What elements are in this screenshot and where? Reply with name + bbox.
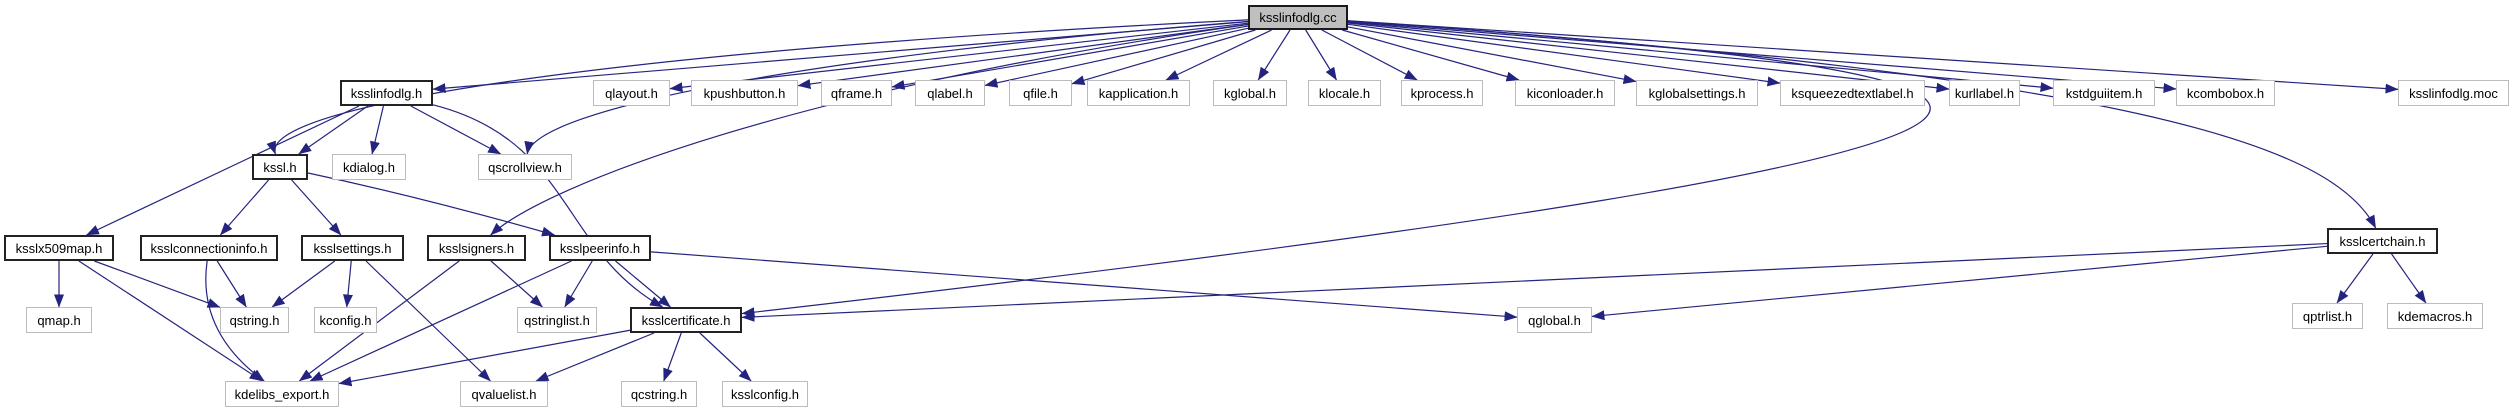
node-kglobalsettings-h: kglobalsettings.h (1636, 80, 1758, 106)
edge-ksslcertificate-h--kdelibs-export-h (338, 329, 631, 387)
node-qfile-h: qfile.h (1009, 80, 1072, 106)
node-ksslpeerinfo-h[interactable]: ksslpeerinfo.h (549, 235, 651, 261)
node-qstringlist-h: qstringlist.h (517, 307, 597, 333)
node-ksslx509map-h[interactable]: ksslx509map.h (4, 235, 114, 261)
edge-ksslinfodlg-cc--kglobalsettings-h (1347, 26, 1637, 85)
node-ksslconfig-h: ksslconfig.h (722, 381, 808, 407)
edge-ksslinfodlg-cc--kiconloader-h (1342, 29, 1520, 82)
edge-ksslsigners-h--qstringlist-h (490, 260, 543, 308)
edge-ksslinfodlg-cc--ksslsigners-h (490, 23, 1249, 236)
edge-kssl-h--ksslpeerinfo-h (307, 172, 555, 237)
node-ksslconnectioninfo-h[interactable]: ksslconnectioninfo.h (140, 235, 278, 261)
edge-kssl-h--ksslconnectioninfo-h (219, 179, 270, 236)
node-kiconloader-h: kiconloader.h (1515, 80, 1615, 106)
edge-ksslcertificate-h--ksslconfig-h (699, 332, 752, 382)
edge-ksslsigners-h--kdelibs-export-h (298, 260, 460, 382)
edge-ksslcertchain-h--qglobal-h (1591, 245, 2328, 321)
node-kurllabel-h: kurllabel.h (1949, 80, 2020, 106)
node-kconfig-h: kconfig.h (314, 307, 377, 333)
edge-ksslpeerinfo-h--ksslcertificate-h (615, 260, 671, 308)
edge-ksslinfodlg-cc--qlayout-h (669, 22, 1249, 93)
edge-ksslx509map-h--kdelibs-export-h (78, 260, 263, 382)
edge-ksslinfodlg-cc--kssl-h (266, 19, 1249, 155)
node-kprocess-h: kprocess.h (1401, 80, 1483, 106)
node-kapplication-h: kapplication.h (1087, 80, 1190, 106)
edge-ksslinfodlg-cc--klocale-h (1305, 29, 1338, 81)
node-ksslinfodlg-moc: ksslinfodlg.moc (2398, 80, 2509, 106)
edge-ksslinfodlg-cc--kpushbutton-h (797, 23, 1249, 89)
node-qlayout-h: qlayout.h (593, 80, 670, 106)
edge-ksslcertificate-h--qvaluelist-h (535, 332, 655, 382)
edge-ksslinfodlg-cc--ksslcertificate-h (741, 20, 1931, 318)
edge-ksslinfodlg-cc--kprocess-h (1321, 29, 1418, 81)
node-qstring-h: qstring.h (220, 307, 289, 333)
edge-ksslsettings-h--qstring-h (271, 260, 336, 308)
edge-ksslinfodlg-cc--ksslinfodlg-moc (1347, 20, 2399, 94)
node-kstdguiitem-h: kstdguiitem.h (2053, 80, 2155, 106)
node-ksslinfodlg-h[interactable]: ksslinfodlg.h (340, 80, 433, 106)
node-qmap-h: qmap.h (26, 307, 92, 333)
node-kdialog-h: kdialog.h (332, 154, 406, 180)
edge-ksslconnectioninfo-h--kdelibs-export-h (205, 260, 265, 382)
edge-ksslinfodlg-cc--ksslcertchain-h (1347, 20, 2377, 229)
edge-ksslpeerinfo-h--kdelibs-export-h (309, 260, 572, 382)
edge-ksslsettings-h--kconfig-h (342, 260, 353, 308)
node-ksslsettings-h[interactable]: ksslsettings.h (301, 235, 404, 261)
edge-ksslx509map-h--qstring-h (94, 260, 221, 308)
node-ksslinfodlg-cc[interactable]: ksslinfodlg.cc (1248, 5, 1348, 30)
node-kpushbutton-h: kpushbutton.h (691, 80, 798, 106)
edge-ksslcertchain-h--ksslcertificate-h (741, 242, 2328, 322)
node-qframe-h: qframe.h (821, 80, 892, 106)
edge-ksslinfodlg-cc--kglobal-h (1257, 29, 1291, 81)
edge-ksslinfodlg-cc--kcombobox-h (1347, 20, 2177, 93)
node-ksslcertificate-h[interactable]: ksslcertificate.h (630, 307, 742, 333)
node-kssl-h[interactable]: kssl.h (252, 154, 308, 180)
node-qptrlist-h: qptrlist.h (2292, 303, 2363, 329)
edge-ksslinfodlg-cc--qfile-h (1071, 29, 1256, 86)
node-ksslcertchain-h[interactable]: ksslcertchain.h (2327, 228, 2438, 254)
edge-ksslinfodlg-cc--ksqueezedtextlabel-h (1347, 23, 1781, 87)
edge-ksslinfodlg-h--ksslcertificate-h (432, 104, 664, 308)
edge-ksslcertificate-h--qcstring-h (663, 332, 682, 382)
edge-ksslinfodlg-cc--qlabel-h (984, 27, 1249, 88)
edge-ksslpeerinfo-h--qstringlist-h (564, 260, 593, 308)
node-qglobal-h: qglobal.h (1517, 307, 1592, 333)
node-qlabel-h: qlabel.h (915, 80, 985, 106)
edge-kssl-h--ksslsettings-h (291, 179, 342, 236)
edge-ksslcertchain-h--qptrlist-h (2336, 253, 2374, 304)
node-ksslsigners-h[interactable]: ksslsigners.h (427, 235, 526, 261)
edge-ksslinfodlg-h--kssl-h (298, 105, 369, 155)
edge-ksslcertchain-h--kdemacros-h (2391, 253, 2427, 304)
node-ksqueezedtextlabel-h: ksqueezedtextlabel.h (1780, 80, 1925, 106)
edge-ksslinfodlg-cc--kurllabel-h (1347, 22, 1950, 93)
node-qscrollview-h: qscrollview.h (478, 154, 572, 180)
node-qcstring-h: qcstring.h (621, 381, 697, 407)
node-qvaluelist-h: qvaluelist.h (460, 381, 548, 407)
edge-ksslinfodlg-h--ksslx509map-h (86, 105, 360, 236)
edge-ksslsettings-h--qvaluelist-h (365, 260, 491, 382)
node-kdemacros-h: kdemacros.h (2387, 303, 2483, 329)
edge-ksslinfodlg-cc--kapplication-h (1165, 29, 1272, 81)
node-kdelibs-export-h: kdelibs_export.h (225, 381, 339, 407)
node-kglobal-h: kglobal.h (1213, 80, 1287, 106)
edge-ksslpeerinfo-h--qglobal-h (650, 251, 1518, 322)
node-kcombobox-h: kcombobox.h (2176, 80, 2275, 106)
edge-ksslconnectioninfo-h--qstring-h (216, 260, 247, 308)
edge-ksslinfodlg-h--kdialog-h (370, 105, 385, 155)
edge-ksslinfodlg-h--qscrollview-h (410, 105, 502, 155)
edge-ksslinfodlg-cc--kstdguiitem-h (1347, 21, 2054, 93)
node-klocale-h: klocale.h (1308, 80, 1381, 106)
